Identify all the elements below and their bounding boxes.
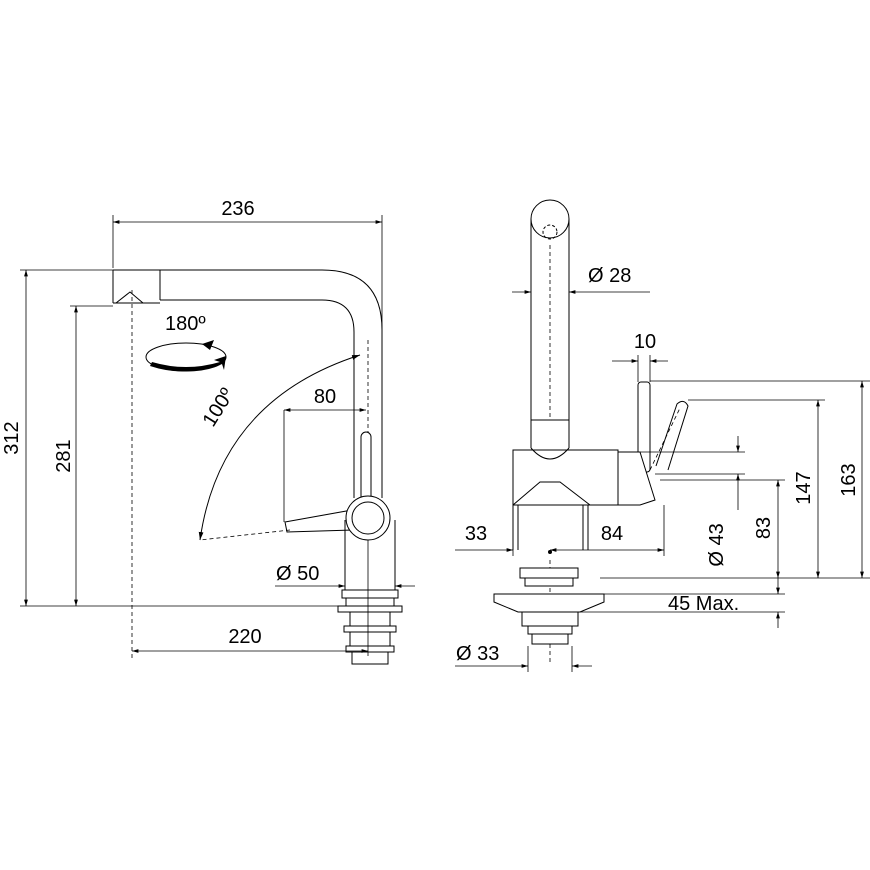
dim-height-spout: 281 [53,439,75,472]
swivel-arrow-icon [145,340,227,372]
dim-84: 84 [601,523,623,545]
front-view: 236 312 281 180º 100º 80 Ø 50 [1,198,415,665]
side-mounting [493,567,605,645]
side-dimensions: Ø 28 10 33 84 Ø 43 83 [455,265,870,672]
dim-lever-width: 10 [634,331,656,353]
dim-height-overall: 312 [1,421,23,454]
dim-body-diameter: Ø 50 [276,563,319,585]
dim-spout-reach: 220 [228,626,261,648]
dim-sink-thickness: 45 Max. [668,593,739,615]
side-lever [617,381,689,506]
dim-height-163: 163 [838,463,860,496]
base-hardware [337,589,403,665]
dim-lever-reach: 80 [314,386,336,408]
dim-height-147: 147 [793,471,815,504]
front-dimensions: 236 312 281 180º 100º 80 Ø 50 [1,198,415,656]
lever-angle-label: 100º [199,384,240,431]
body [344,495,396,591]
lever-angle-arc [198,354,361,541]
dim-thread-diameter: Ø 33 [456,643,499,665]
side-spout [530,199,570,448]
spout-outline [112,269,383,660]
swivel-angle-label: 180º [165,313,206,335]
dim-height-83: 83 [753,517,775,539]
side-view: Ø 28 10 33 84 Ø 43 83 [455,199,870,672]
dim-spout-diameter: Ø 28 [588,265,631,287]
dim-base-diameter: Ø 43 [706,523,728,566]
dim-width-overall: 236 [221,198,254,220]
dim-33: 33 [465,523,487,545]
